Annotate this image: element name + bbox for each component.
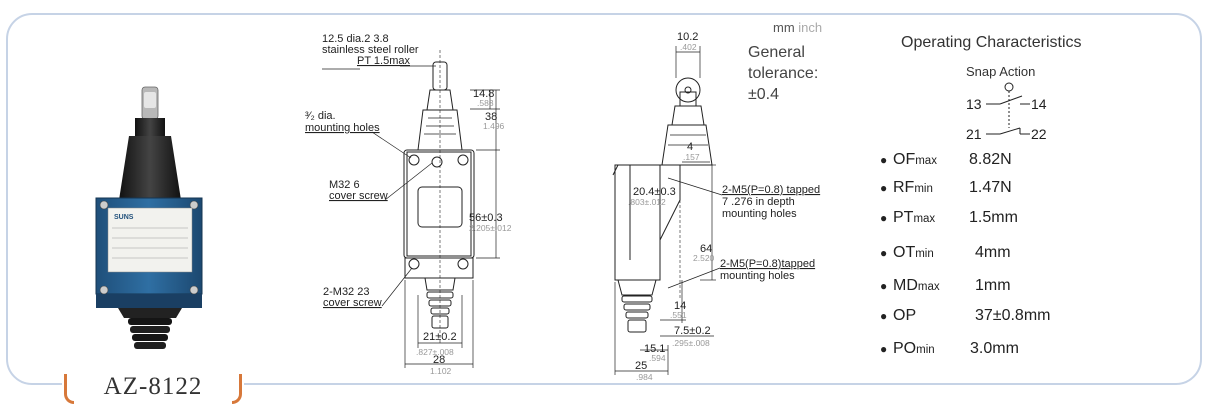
unit-inch: inch — [798, 20, 823, 35]
characteristic-value: 8.82N — [969, 151, 1012, 168]
side-dim-7.5-inch: .295±.008 — [672, 338, 710, 348]
side-dim-20.4-inch: .803±.012 — [628, 197, 666, 207]
tolerance-line-1: General — [748, 44, 805, 61]
characteristic-symbol-suffix: max — [917, 281, 940, 293]
characteristic-row: ● RFmin 1.47N — [880, 177, 1180, 199]
front-dim-56-inch: 2.205±.012 — [469, 223, 512, 233]
front-mount-label-a: ³⁄₂ dia. — [305, 110, 336, 122]
characteristic-symbol-main: PT — [893, 209, 914, 226]
side-tap2-label-b: mounting holes — [720, 270, 795, 282]
side-view-drawing: 10.2 .402 4 .157 20.4±0.3 .803±.012 2-M5… — [612, 31, 820, 382]
side-dim-4-inch: .157 — [683, 152, 700, 162]
characteristic-symbol-main: PO — [893, 340, 917, 357]
characteristic-value: 4mm — [975, 244, 1011, 261]
characteristic-value: 1.5mm — [969, 209, 1018, 226]
side-tap2-label-a: 2-M5(P=0.8)tapped — [720, 258, 815, 270]
svg-text:SUNS: SUNS — [114, 214, 134, 221]
characteristic-row: ● POmin 3.0mm — [880, 338, 1180, 360]
side-dim-15.1: 15.1 — [644, 343, 665, 355]
side-tap-label-b: 7 .276 in depth — [722, 196, 795, 208]
characteristic-symbol: PTmax — [893, 207, 935, 230]
characteristic-row: ● PTmax 1.5mm — [880, 207, 1180, 229]
front-dim-21-inch: .827±.008 — [416, 347, 454, 357]
characteristic-symbol: MDmax — [893, 275, 940, 298]
front-dim-21: 21±0.2 — [423, 331, 457, 343]
front-roller-label-a: 12.5 dia.2 3.8 — [322, 33, 389, 45]
characteristic-symbol-suffix: min — [916, 344, 935, 356]
characteristic-symbol: OTmin — [893, 242, 934, 265]
characteristic-symbol: RFmin — [893, 177, 933, 200]
characteristic-symbol-main: OF — [893, 151, 916, 168]
bullet-icon: ● — [880, 309, 888, 323]
characteristic-symbol-main: OT — [893, 244, 916, 261]
front-cover2-label-b: cover screw — [323, 297, 382, 309]
front-dim-38-inch: 1.496 — [483, 121, 505, 131]
characteristic-value: 37±0.8mm — [975, 307, 1051, 324]
product-photo: SUNS — [95, 86, 203, 349]
spec-frame — [6, 13, 1202, 385]
side-dim-25: 25 — [635, 360, 647, 372]
characteristic-symbol-main: RF — [893, 179, 915, 196]
front-mount-label-b: mounting holes — [305, 122, 380, 134]
characteristic-symbol-main: OP — [893, 307, 917, 324]
front-dim-14.8-inch: .583 — [477, 98, 494, 108]
front-dim-14.8: 14.8 — [473, 88, 494, 100]
characteristic-row: ● OTmin 4mm — [880, 242, 1180, 264]
characteristic-symbol-main: MD — [893, 277, 918, 294]
general-tolerance: General tolerance: ±0.4 — [748, 42, 818, 105]
side-dim-7.5: 7.5±0.2 — [674, 325, 711, 337]
side-dim-14: 14 — [674, 300, 686, 312]
bullet-icon: ● — [880, 211, 888, 225]
snap-action-label: Snap Action — [966, 64, 1036, 79]
characteristic-symbol: POmin — [893, 338, 935, 361]
bullet-icon: ● — [880, 153, 888, 167]
side-dim-25-inch: .984 — [636, 372, 653, 382]
characteristic-row: ● OP 37±0.8mm — [880, 305, 1180, 327]
side-dim-4: 4 — [687, 141, 693, 153]
front-dim-28-inch: 1.102 — [430, 366, 452, 376]
characteristic-symbol-suffix: max — [913, 213, 936, 225]
bracket-right-icon — [232, 374, 242, 404]
characteristic-row: ● MDmax 1mm — [880, 275, 1180, 297]
side-dim-10.2-inch: .402 — [680, 42, 697, 52]
front-dim-38: 38 — [485, 111, 497, 123]
bullet-icon: ● — [880, 279, 888, 293]
front-pt-label: PT 1.5max — [357, 55, 410, 67]
bracket-left-icon — [64, 374, 74, 404]
front-dim-56: 56±0.3 — [469, 212, 503, 224]
characteristic-symbol-suffix: min — [915, 248, 934, 260]
units-legend: mm inch — [773, 20, 822, 35]
front-view-drawing: 12.5 dia.2 3.8 stainless steel roller PT… — [305, 33, 512, 376]
model-name: AZ-8122 — [103, 373, 203, 400]
characteristic-value: 3.0mm — [970, 340, 1019, 357]
front-cover-label-a: M32 6 — [329, 179, 360, 191]
front-cover-label-b: cover screw — [329, 190, 388, 202]
characteristic-row: ● OFmax 8.82N — [880, 149, 1180, 171]
side-dim-10.2: 10.2 — [677, 31, 698, 43]
front-roller-label-b: stainless steel roller — [322, 44, 419, 56]
side-tap-label-a: 2-M5(P=0.8) tapped — [722, 184, 820, 196]
characteristic-symbol-suffix: min — [914, 183, 933, 195]
side-tap-label-c: mounting holes — [722, 208, 797, 220]
model-tag: AZ-8122 — [62, 368, 244, 406]
bullet-icon: ● — [880, 342, 888, 356]
bullet-icon: ● — [880, 246, 888, 260]
characteristic-symbol-suffix: max — [915, 155, 937, 167]
side-dim-64-inch: 2.520 — [693, 253, 715, 263]
side-dim-20.4: 20.4±0.3 — [633, 186, 676, 198]
side-dim-15.1-inch: .594 — [649, 353, 666, 363]
characteristic-value: 1.47N — [969, 179, 1012, 196]
unit-mm: mm — [773, 20, 795, 35]
tolerance-line-3: ±0.4 — [748, 86, 780, 103]
front-cover2-label-a: 2-M32 23 — [323, 286, 369, 298]
operating-title: Operating Characteristics — [901, 34, 1082, 51]
side-dim-64: 64 — [700, 243, 712, 255]
front-dim-28: 28 — [433, 354, 445, 366]
characteristic-symbol: OP — [893, 305, 916, 328]
bullet-icon: ● — [880, 181, 888, 195]
side-dim-14-inch: .551 — [670, 310, 687, 320]
characteristic-symbol: OFmax — [893, 149, 937, 172]
tolerance-line-2: tolerance: — [748, 65, 819, 82]
characteristic-value: 1mm — [975, 277, 1011, 294]
